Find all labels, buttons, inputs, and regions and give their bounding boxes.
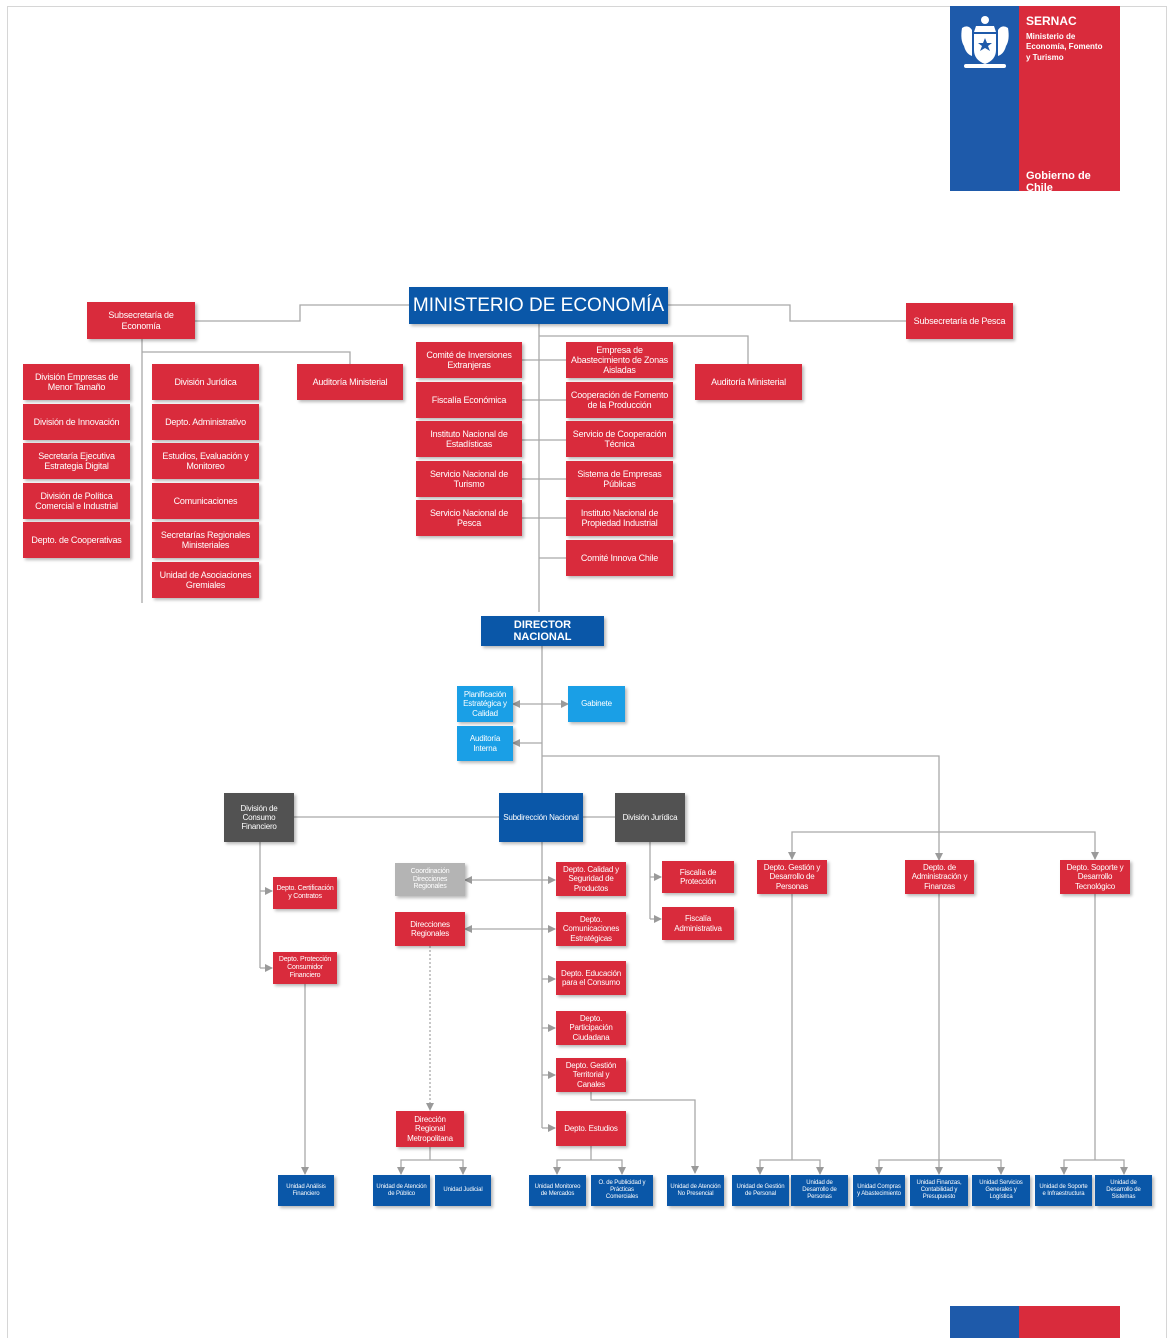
depto-educacion: Depto. Educación para el Consumo — [556, 961, 626, 995]
fiscalia-administrativa: Fiscalía Administrativa — [662, 907, 734, 940]
depto-certificacion: Depto. Certificación y Contratos — [273, 877, 337, 909]
sernac-logo: SERNAC Ministerio de Economía, Fomento y… — [950, 6, 1120, 194]
subdireccion-nacional: Subdirección Nacional — [499, 793, 583, 842]
mid-column-item: Unidad de Asociaciones Gremiales — [152, 562, 259, 598]
unit-box: Unidad Análisis Financiero — [278, 1175, 334, 1206]
gabinete: Gabinete — [568, 686, 625, 722]
center-left-item: Servicio Nacional de Turismo — [416, 461, 522, 497]
unit-box: Unidad Compras y Abastecimiento — [853, 1175, 905, 1206]
center-right-item: Sistema de Empresas Públicas — [566, 461, 673, 497]
subsecretaria-pesca: Subsecretaría de Pesca — [906, 303, 1013, 339]
coat-of-arms-icon — [961, 16, 1009, 68]
center-right-item: Empresa de Abastecimiento de Zonas Aisla… — [566, 342, 673, 378]
unit-box: Unidad Judicial — [435, 1175, 491, 1206]
logo-brand: SERNAC — [1026, 14, 1077, 28]
unit-box: Unidad de Gestión de Personal — [732, 1175, 789, 1206]
left-column-item: División de Política Comercial e Industr… — [23, 483, 130, 519]
mid-column-item: Estudios, Evaluación y Monitoreo — [152, 443, 259, 479]
ministerio-economia-title: MINISTERIO DE ECONOMÍA — [409, 287, 668, 324]
logo-government: Gobierno de Chile — [1026, 170, 1091, 194]
auditoria-ministerial-right: Auditoría Ministerial — [695, 364, 802, 400]
mid-column-item: Depto. Administrativo — [152, 404, 259, 440]
center-right-item: Cooperación de Fomento de la Producción — [566, 382, 673, 418]
mid-column-item: Secretarías Regionales Ministeriales — [152, 522, 259, 558]
center-right-item: Comité Innova Chile — [566, 540, 673, 576]
division-consumo-financiero: División de Consumo Financiero — [224, 793, 294, 842]
left-column-item: Depto. de Cooperativas — [23, 522, 130, 558]
planificacion-estrategica: Planificación Estratégica y Calidad — [457, 686, 513, 722]
unit-box: Unidad de Desarrollo de Personas — [791, 1175, 848, 1206]
center-left-item: Fiscalía Económica — [416, 382, 522, 418]
left-column-item: Secretaría Ejecutiva Estrategia Digital — [23, 443, 130, 479]
left-column-item: División Empresas de Menor Tamaño — [23, 364, 130, 400]
center-left-item: Instituto Nacional de Estadísticas — [416, 421, 522, 457]
depto-calidad: Depto. Calidad y Seguridad de Productos — [556, 862, 626, 896]
center-right-item: Servicio de Cooperación Técnica — [566, 421, 673, 457]
depto-estudios: Depto. Estudios — [556, 1111, 626, 1146]
depto-participacion: Depto. Participación Ciudadana — [556, 1011, 626, 1045]
unit-box: Unidad de Desarrollo de Sistemas — [1095, 1175, 1152, 1206]
depto-gestion-personas: Depto. Gestión y Desarrollo de Personas — [757, 860, 827, 894]
logo-ministry: Ministerio de Economía, Fomento y Turism… — [1026, 32, 1103, 62]
unit-box: Unidad de Atención de Público — [373, 1175, 430, 1206]
direcciones-regionales: Direcciones Regionales — [395, 912, 465, 946]
direccion-metropolitana: Dirección Regional Metropolitana — [396, 1111, 464, 1147]
depto-soporte: Depto. Soporte y Desarrollo Tecnológico — [1060, 860, 1130, 894]
center-right-item: Instituto Nacional de Propiedad Industri… — [566, 500, 673, 536]
unit-box: Unidad de Soporte e Infraestructura — [1035, 1175, 1092, 1206]
unit-box: Unidad Finanzas, Contabilidad y Presupue… — [910, 1175, 968, 1206]
director-nacional: DIRECTOR NACIONAL — [481, 616, 604, 646]
mid-column-item: Comunicaciones — [152, 483, 259, 519]
unit-box: Unidad de Atención No Presencial — [667, 1175, 724, 1206]
unit-box: O. de Publicidad y Prácticas Comerciales — [591, 1175, 653, 1206]
coordinacion-regionales: Coordinación Direcciones Regionales — [395, 863, 465, 896]
fiscalia-proteccion: Fiscalía de Protección — [662, 861, 734, 893]
depto-proteccion: Depto. Protección Consumidor Financiero — [273, 952, 337, 984]
auditoria-ministerial-left: Auditoría Ministerial — [297, 364, 403, 400]
depto-administracion: Depto. de Administración y Finanzas — [905, 860, 974, 894]
subsecretaria-economia: Subsecretaría de Economía — [87, 302, 195, 339]
left-column-item: División de Innovación — [23, 404, 130, 440]
depto-gestion-territorial: Depto. Gestión Territorial y Canales — [556, 1058, 626, 1092]
division-juridica-sernac: División Jurídica — [615, 793, 685, 842]
bottom-flag-bar — [950, 1306, 1120, 1338]
center-left-item: Servicio Nacional de Pesca — [416, 500, 522, 536]
center-left-item: Comité de Inversiones Extranjeras — [416, 342, 522, 378]
auditoria-interna: Auditoría Interna — [457, 726, 513, 761]
unit-box: Unidad Monitoreo de Mercados — [529, 1175, 586, 1206]
depto-comunicaciones: Depto. Comunicaciones Estratégicas — [556, 912, 626, 946]
mid-column-item: División Jurídica — [152, 364, 259, 400]
page-frame — [7, 6, 1167, 1338]
unit-box: Unidad Servicios Generales y Logística — [972, 1175, 1030, 1206]
